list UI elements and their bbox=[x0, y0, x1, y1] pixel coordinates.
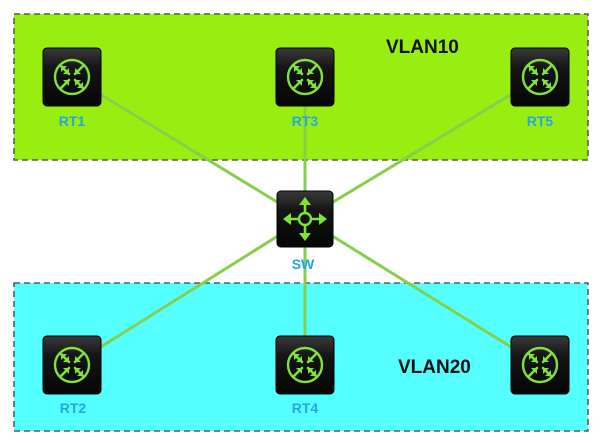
rt1-label: RT1 bbox=[59, 113, 86, 129]
rt2-label: RT2 bbox=[60, 400, 87, 416]
router-rt1 bbox=[42, 47, 102, 107]
link-sw-rt5 bbox=[304, 75, 541, 221]
router-rt4 bbox=[275, 335, 335, 395]
router-rt2 bbox=[42, 335, 102, 395]
sw-label: SW bbox=[292, 256, 315, 272]
router-rt6 bbox=[510, 335, 570, 395]
vlan10-label: VLAN10 bbox=[386, 37, 459, 58]
rt5-label: RT5 bbox=[527, 113, 554, 129]
router-rt3 bbox=[275, 47, 335, 107]
rt4-label: RT4 bbox=[292, 400, 319, 416]
switch-sw bbox=[276, 190, 334, 248]
router-rt5 bbox=[510, 47, 570, 107]
rt3-label: RT3 bbox=[292, 113, 319, 129]
link-sw-rt2 bbox=[71, 217, 306, 367]
link-sw-rt6 bbox=[304, 217, 541, 367]
link-sw-rt1 bbox=[71, 75, 306, 221]
vlan20-label: VLAN20 bbox=[398, 357, 471, 378]
